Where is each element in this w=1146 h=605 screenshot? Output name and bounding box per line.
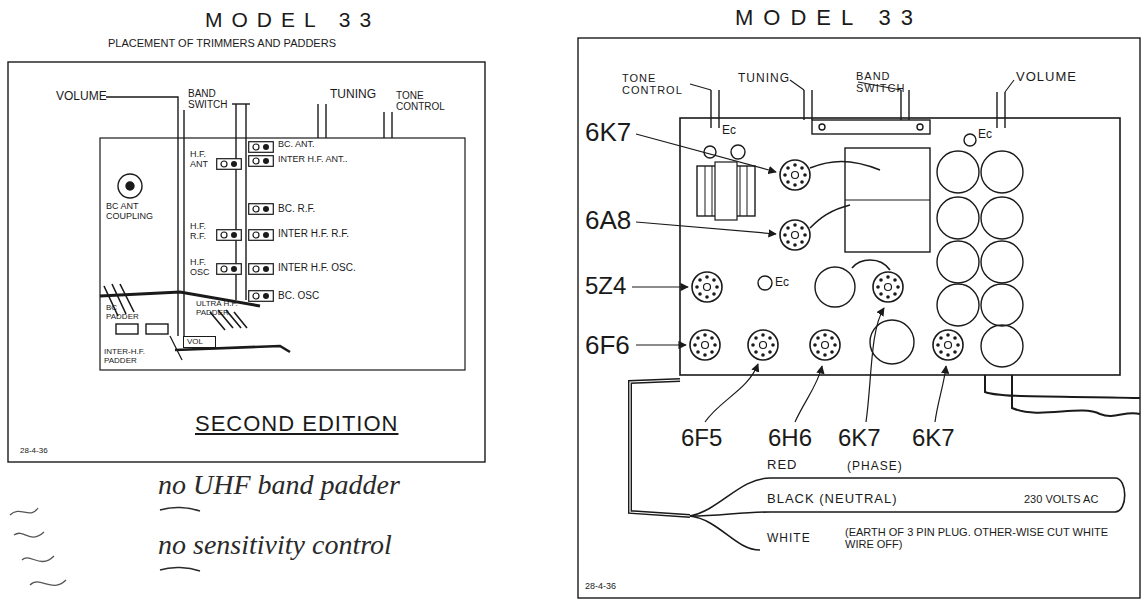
control-label: BAND SWITCH — [188, 88, 234, 110]
volume-control-box: VOL — [183, 336, 216, 348]
tube-label: 6K7 — [838, 425, 881, 451]
control-label: TONE CONTROL — [622, 72, 688, 96]
edition-note: SECOND EDITION — [195, 412, 398, 436]
date-code: 28-4-36 — [585, 582, 616, 592]
wire-label: RED — [765, 458, 799, 472]
trimmer-label: INTER H.F. OSC. — [278, 262, 356, 273]
wire-label: BLACK (NEUTRAL) — [765, 492, 900, 506]
padder-label: INTER-H.F. PADDER — [104, 348, 158, 366]
voltage-label: 230 VOLTS AC — [1022, 493, 1100, 505]
trimmer-label: H.F. ANT — [190, 150, 214, 170]
trimmer-label: BC. R.F. — [278, 203, 315, 214]
control-label: TUNING — [738, 72, 790, 85]
control-label: BAND SWITCH — [856, 70, 916, 94]
tube-label: 6K7 — [912, 425, 955, 451]
padder-label: BC PADDER — [106, 304, 150, 322]
tube-label: 5Z4 — [585, 273, 626, 299]
panel-title: MODEL 33 — [735, 6, 923, 30]
node-text: VOL — [187, 337, 203, 346]
tube-label: 6H6 — [768, 425, 812, 451]
tube-label: 6F5 — [681, 425, 722, 451]
control-label: TUNING — [330, 88, 376, 101]
handwritten-note: no UHF band padder — [158, 470, 400, 501]
trimmer-label: INTER H.F. ANT.. — [278, 155, 348, 165]
tube-label: 6A8 — [585, 206, 631, 235]
earth-mark: Ec — [775, 276, 789, 289]
wire-label: (PHASE) — [845, 460, 905, 473]
tube-label: 6F6 — [585, 331, 630, 360]
control-label: VOLUME — [56, 90, 107, 103]
trimmer-label: INTER H.F. R.F. — [278, 228, 349, 239]
date-code: 28-4-36 — [20, 447, 48, 456]
handwritten-note: no sensitivity control — [158, 530, 392, 561]
tube-label: 6K7 — [585, 118, 631, 147]
control-label: VOLUME — [1016, 70, 1077, 84]
wire-label: WHITE — [765, 532, 813, 545]
padder-label: ULTRA H.F. PADDER — [196, 300, 250, 318]
trimmer-label: H.F. R.F. — [190, 222, 214, 242]
wire-note: (EARTH OF 3 PIN PLUG. OTHER-WISE CUT WHI… — [845, 526, 1115, 550]
panel-title: MODEL 33 — [205, 8, 380, 31]
trimmer-label: H.F. OSC — [190, 258, 214, 278]
trimmer-label: BC ANT COUPLING — [106, 202, 164, 222]
earth-mark: Ec — [722, 124, 736, 137]
control-label: TONE CONTROL — [396, 90, 450, 112]
trimmer-label: BC. ANT. — [278, 140, 315, 150]
earth-mark: Ec — [978, 128, 992, 141]
subtitle: PLACEMENT OF TRIMMERS AND PADDERS — [108, 37, 336, 49]
trimmer-label: BC. OSC — [278, 290, 319, 301]
